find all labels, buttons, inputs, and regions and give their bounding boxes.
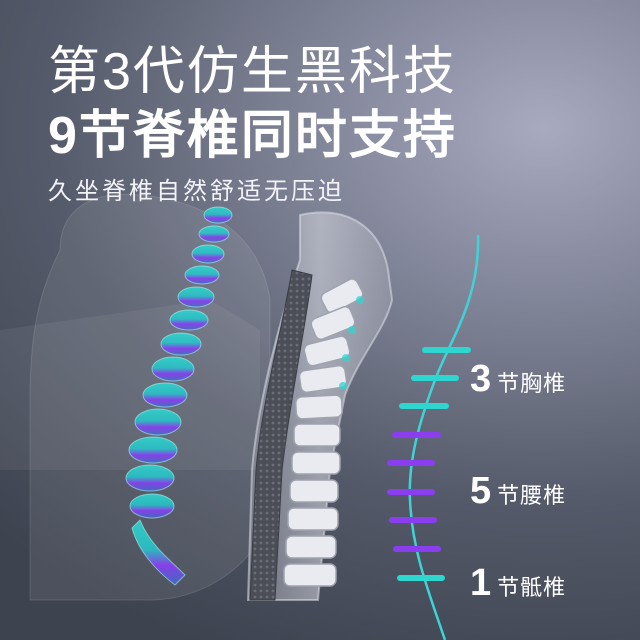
label-sacral: 1 节骶椎	[470, 562, 566, 605]
label-thoracic: 3 节胸椎	[470, 358, 566, 401]
lumbar-joints	[339, 296, 364, 390]
label-lumbar-count: 5	[470, 470, 492, 512]
label-lumbar-text: 节腰椎	[497, 483, 567, 508]
headline-subtitle: 久坐脊椎自然舒适无压迫	[48, 178, 345, 205]
mesh-backrest	[249, 269, 313, 601]
label-thoracic-text: 节胸椎	[497, 371, 567, 396]
seat-silhouette	[0, 300, 260, 470]
label-sacral-text: 节骶椎	[497, 575, 567, 600]
headline-line2: 9节脊椎同时支持	[48, 107, 457, 165]
label-lumbar: 5 节腰椎	[470, 470, 566, 513]
label-thoracic-count: 3	[470, 358, 492, 400]
spine-vertebrae	[125, 206, 233, 586]
spine-curve-line	[408, 234, 480, 640]
spine-ticks	[387, 347, 471, 581]
label-sacral-count: 1	[470, 562, 492, 604]
headline-line1: 第3代仿生黑科技	[48, 43, 457, 101]
lumbar-segments	[283, 278, 364, 587]
